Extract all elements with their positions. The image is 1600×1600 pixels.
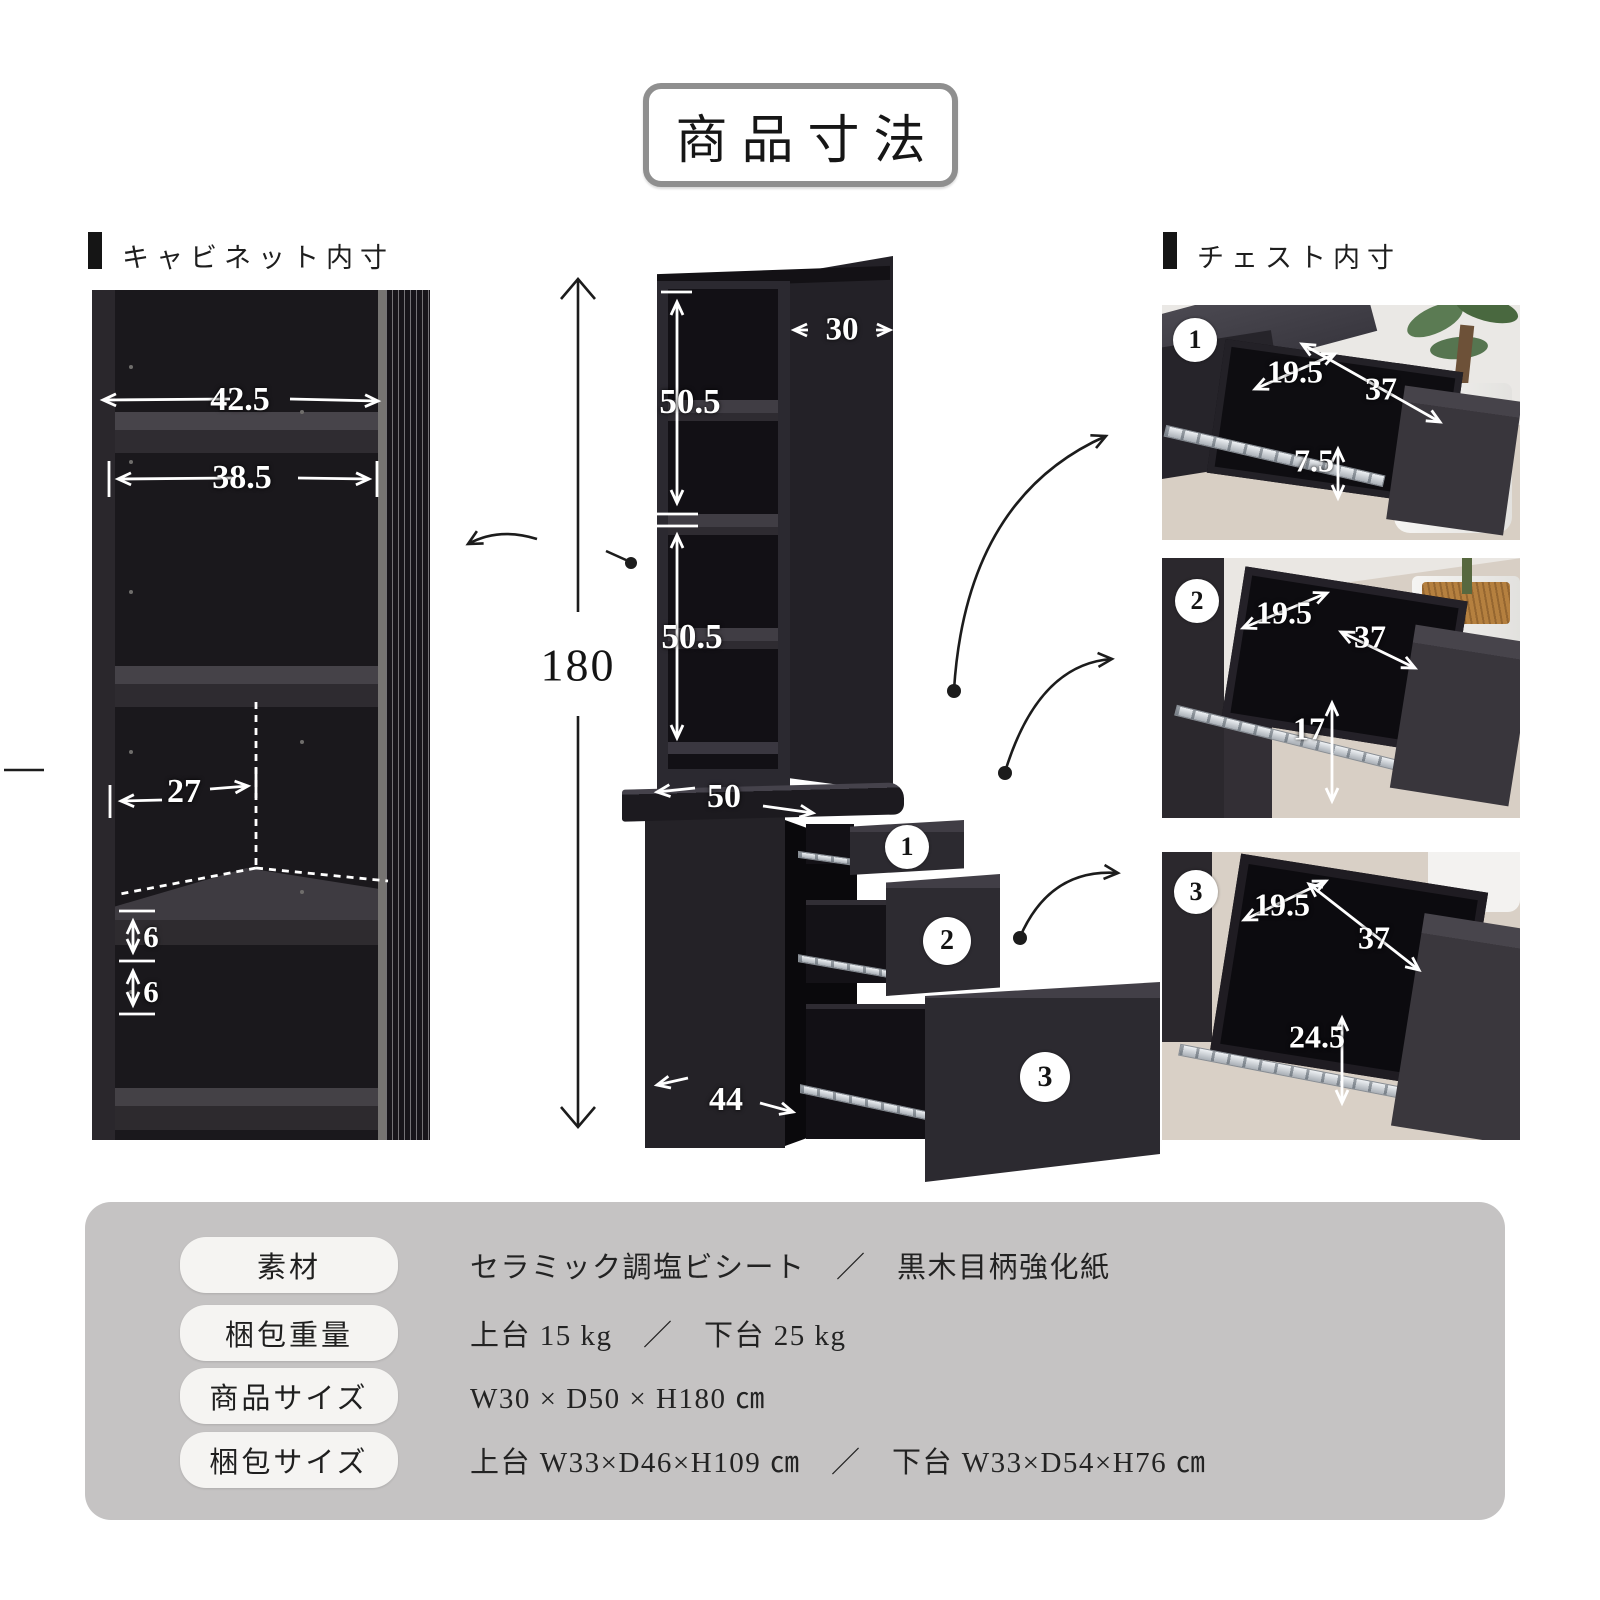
spec-label: 梱包重量 (224, 1320, 353, 1352)
screw-hole (129, 590, 133, 594)
photo1-badge: 1 (1173, 318, 1217, 362)
spec-value: W30 × D50 × H180 ㎝ (470, 1383, 766, 1415)
drawer-front-panel (1386, 385, 1520, 536)
spec-label-pill: 素材 (180, 1237, 398, 1293)
dim-counter-depth: 50 (707, 778, 741, 815)
page-title: 商品寸法 (643, 83, 958, 187)
dim-top-width: 30 (825, 311, 859, 348)
shelf-top (115, 666, 378, 684)
screw-hole (129, 990, 133, 994)
badge-number: 1 (1188, 325, 1202, 354)
corner-shelf-front (115, 920, 378, 945)
dim-drawer1-height: 7.5 (1294, 442, 1334, 479)
spec-value: 上台 15 kg ／ 下台 25 kg (470, 1320, 847, 1352)
spec-value: 上台 W33×D46×H109 ㎝ ／ 下台 W33×D54×H76 ㎝ (470, 1447, 1207, 1479)
spec-row-material: 素材 セラミック調塩ビシート ／ 黒木目柄強化紙 (180, 1237, 1465, 1293)
spec-label-pill: 梱包サイズ (180, 1432, 398, 1488)
spec-label: 素材 (256, 1252, 321, 1284)
cabinet-section-heading: キャビネット内寸 (122, 243, 394, 273)
drawer1-inner-photo: 1 (1162, 305, 1520, 540)
cabinet-section-bar (88, 232, 102, 269)
badge-number: 3 (1037, 1060, 1053, 1093)
photo3-badge: 3 (1174, 870, 1218, 914)
badge-number: 3 (1189, 877, 1203, 906)
chest-section-bar (1163, 232, 1177, 269)
dim-drawer2-height: 17 (1293, 710, 1325, 747)
spec-label-pill: 梱包重量 (180, 1305, 398, 1361)
upper-shelf-lip (668, 527, 778, 535)
upper-shelf (668, 400, 778, 413)
spec-table: 素材 セラミック調塩ビシート ／ 黒木目柄強化紙 梱包重量 上台 15 kg ／… (85, 1202, 1505, 1520)
plant-stem (1462, 558, 1472, 594)
bottom-shelf-top (115, 1088, 378, 1106)
shelf-top (115, 412, 378, 430)
diagram-drawer1-badge: 1 (885, 825, 929, 869)
bottom-shelf-front (115, 1106, 378, 1130)
cabinet-left-wall (92, 290, 115, 1140)
screw-hole (129, 460, 133, 464)
upper-shelf (668, 628, 778, 641)
upper-shelf (668, 514, 778, 527)
badge-number: 1 (900, 832, 914, 861)
page-title-text: 商品寸法 (675, 112, 940, 170)
spec-row-package-weight: 梱包重量 上台 15 kg ／ 下台 25 kg (180, 1305, 1465, 1361)
dim-drawer3-depth: 37 (1358, 919, 1390, 956)
spec-value: セラミック調塩ビシート ／ 黒木目柄強化紙 (470, 1252, 1111, 1284)
badge-number: 2 (940, 925, 954, 956)
dim-drawer3-width: 19.5 (1254, 886, 1310, 923)
dim-cabinet-depth: 27 (167, 773, 201, 810)
spec-label-pill: 商品サイズ (180, 1368, 398, 1424)
dim-cabinet-top-width: 42.5 (210, 381, 270, 418)
drawer3-inner-photo: 3 (1162, 852, 1520, 1140)
dim-upper-section-1: 50.5 (659, 382, 721, 421)
spec-label: 商品サイズ (209, 1383, 369, 1415)
dim-drawer2-width: 19.5 (1256, 594, 1312, 631)
screw-hole (300, 890, 304, 894)
spec-row-product-size: 商品サイズ W30 × D50 × H180 ㎝ (180, 1368, 1465, 1424)
cabinet-side-panel (386, 290, 430, 1140)
dim-pitch-upper: 6 (143, 919, 159, 954)
drawer3-box (806, 1004, 928, 1139)
spec-row-package-size: 梱包サイズ 上台 W33×D46×H109 ㎝ ／ 下台 W33×D54×H76… (180, 1432, 1465, 1488)
panel-edge (378, 290, 386, 1140)
dim-base-depth: 44 (709, 1081, 743, 1118)
diagram-drawer2-badge: 2 (923, 917, 971, 965)
screw-hole (129, 365, 133, 369)
upper-shelf-lip (668, 641, 778, 649)
dim-pitch-lower: 6 (143, 974, 159, 1009)
screw-hole (300, 740, 304, 744)
cabinet-interior-photo (85, 290, 430, 1140)
dim-upper-section-2: 50.5 (661, 617, 723, 656)
chest-section-heading: チェスト内寸 (1197, 243, 1401, 273)
dim-drawer1-depth: 37 (1365, 370, 1397, 407)
dim-total-height: 180 (536, 638, 620, 692)
upper-shelf-lip (668, 413, 778, 421)
photo2-badge: 2 (1175, 579, 1219, 623)
spec-label: 梱包サイズ (209, 1447, 369, 1479)
dim-cabinet-shelf-width: 38.5 (212, 459, 272, 496)
upper-cabinet-floor (668, 742, 778, 754)
photo-edge (85, 290, 92, 1140)
diagram-drawer3-badge: 3 (1020, 1052, 1070, 1102)
shelf-front (115, 430, 378, 453)
badge-number: 2 (1190, 586, 1204, 615)
dim-drawer2-depth: 37 (1354, 618, 1386, 655)
drawer2-inner-photo: 2 (1162, 558, 1520, 818)
upper-cabinet-side-panel (788, 256, 893, 792)
dim-drawer1-width: 19.5 (1267, 353, 1323, 390)
screw-hole (300, 410, 304, 414)
counter-top (622, 782, 904, 822)
lower-cabinet-body (645, 816, 785, 1148)
shelf-front (115, 684, 378, 707)
dim-drawer3-height: 24.5 (1289, 1018, 1345, 1055)
screw-hole (129, 750, 133, 754)
